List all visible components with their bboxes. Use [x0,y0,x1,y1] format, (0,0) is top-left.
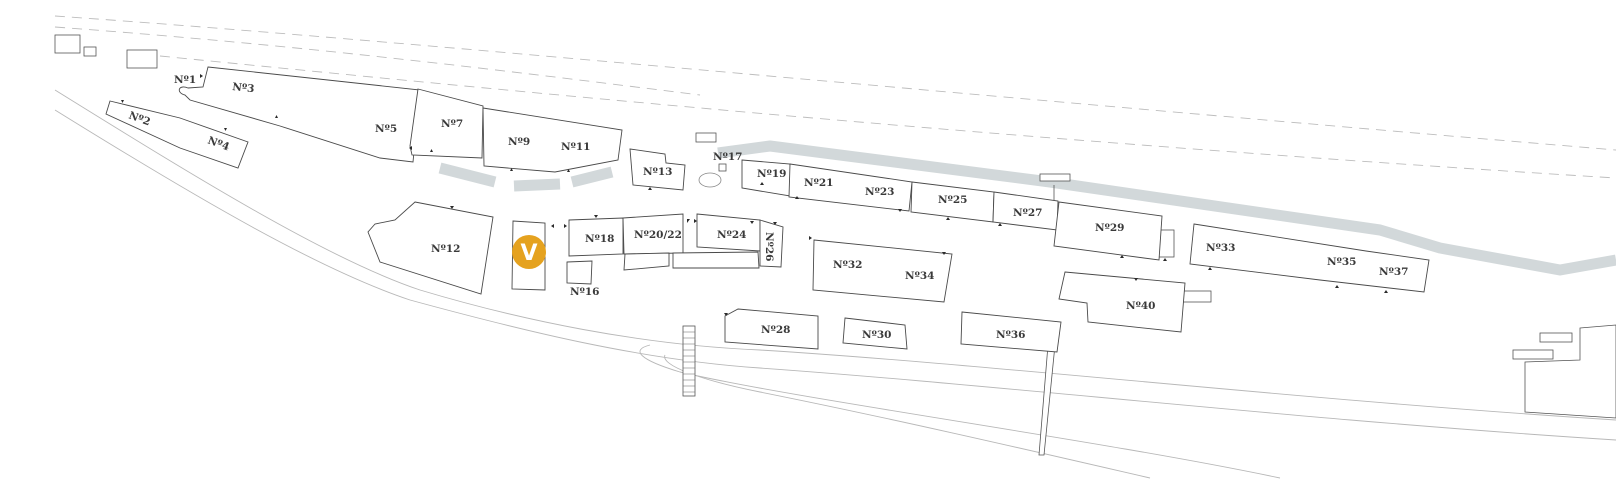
building-19[interactable] [741,159,791,197]
building-20-22[interactable] [622,213,684,255]
entrance-arrow-icon [998,223,1002,226]
entrance-arrow-icon [1163,258,1167,261]
building-36[interactable] [960,311,1062,353]
structure [1512,349,1554,360]
rail-line [159,55,1616,179]
entrance-arrow-icon [200,74,203,78]
building-30[interactable] [842,317,908,350]
map-feature [698,172,722,188]
rail-line [54,26,701,96]
structure [54,34,81,54]
entrance-arrow-icon [121,100,124,103]
building-28[interactable] [724,308,819,350]
buildings[interactable] [105,66,1430,353]
road [639,344,1281,479]
structure [1182,290,1212,303]
entrance-arrow-icon [795,196,799,199]
misc-structures [54,34,1616,456]
entrance-arrow-icon [1335,285,1339,288]
entrance-arrow-icon [946,217,950,220]
building-25[interactable] [910,181,995,223]
entrance-arrow-icon [594,215,598,218]
structure [1038,344,1056,456]
walkway [513,178,561,192]
entrance-arrow-icon [687,219,697,223]
entrance-arrow-icon [510,168,513,171]
entrance-arrow-icon [567,169,570,172]
entrance-arrow-icon [942,252,946,255]
road [54,109,1616,441]
structure [1039,173,1071,182]
entrance-arrow-icon [551,224,567,228]
map-feature [683,331,695,393]
building-12[interactable] [367,201,494,295]
entrance-arrow-icon [773,222,777,225]
building-32-34[interactable] [812,239,953,303]
entrance-arrow-icon [1384,290,1388,293]
walkway [717,140,1616,276]
entrance-arrow-icon [1120,255,1124,258]
label-1: Nº1 [174,74,196,86]
building-9-11[interactable] [482,107,623,173]
structure [718,163,727,172]
building-27[interactable] [992,191,1059,231]
structure [695,132,717,143]
entrance-arrow-icon [898,209,902,212]
building-29[interactable] [1053,201,1163,261]
entrance-arrow-icon [809,236,812,240]
road [664,354,1151,479]
walkway [438,162,497,188]
entrance-arrow-icon [430,149,433,152]
pedestrian-paths [438,140,1616,276]
structure [126,49,158,69]
walkway [570,166,614,188]
label-16: Nº16 [570,286,599,298]
entrance-arrow-icon [760,182,764,185]
road [54,89,1616,421]
entrance-arrow-icon [724,313,728,316]
building-18[interactable] [568,217,624,257]
building-13[interactable] [629,148,686,191]
rail-lines [54,15,1616,179]
entrance-arrow-icon [1134,278,1138,281]
building-lower-row[interactable] [623,251,760,271]
building-40[interactable] [1058,271,1186,333]
structure [1539,332,1573,343]
building-7[interactable] [409,88,484,159]
building-16[interactable] [566,260,593,285]
building-26[interactable] [759,219,784,268]
entrance-arrow-icon [750,221,754,224]
entrance-arrow-icon [409,146,412,150]
location-marker-icon[interactable] [512,235,546,269]
entrance-arrow-icon [648,187,652,190]
structure [1524,324,1616,419]
entrance-arrow-icon [275,115,278,118]
building-2-4[interactable] [105,100,249,169]
location-marker[interactable]: V [512,235,546,269]
entrance-arrow-icon [1208,267,1212,270]
building-21-23[interactable] [788,163,913,212]
entrance-arrow-icon [450,206,454,209]
structure [682,325,696,397]
entrance-markers [121,74,1388,316]
building-1-3[interactable] [178,66,421,163]
entrance-arrow-icon [224,128,227,131]
building-24[interactable] [696,213,761,252]
building-33-35-37[interactable] [1189,223,1430,293]
structure [83,46,97,57]
roads [54,89,1616,479]
